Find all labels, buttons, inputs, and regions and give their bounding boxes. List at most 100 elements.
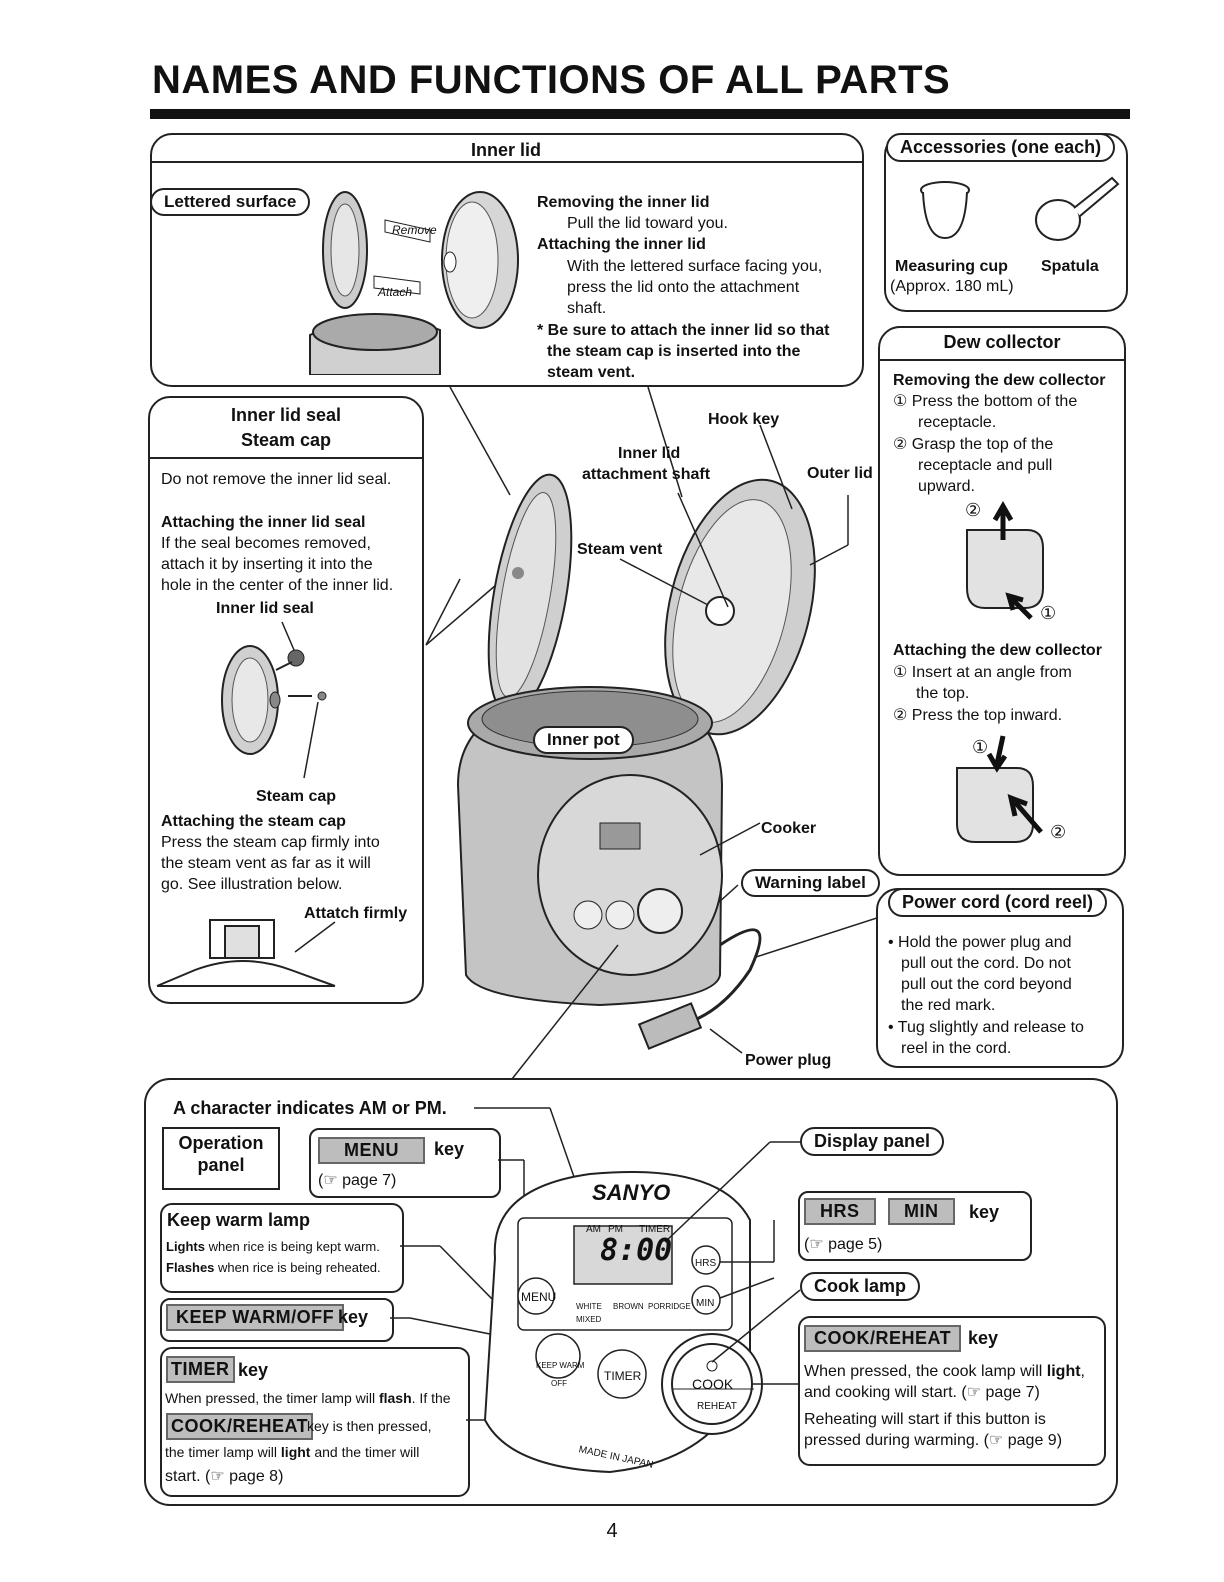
control-panel-drawing — [390, 1107, 801, 1474]
dew-removing-step-1: ① Press the bottom of the — [893, 393, 1078, 410]
attach-seal-line-2: attach it by inserting it into the — [161, 556, 373, 573]
keep-warm-lamp-title: Keep warm lamp — [167, 1210, 311, 1230]
timer-desc-3b: light — [280, 1444, 311, 1460]
attach-seal-line-3: hole in the center of the inner lid. — [161, 577, 394, 594]
seal-header-1: Inner lid seal — [230, 405, 342, 425]
mode-white: WHITE — [576, 1302, 602, 1311]
timer-key[interactable]: TIMER — [166, 1356, 235, 1383]
timer-key-word: key — [238, 1360, 269, 1380]
keep-warm-lights-line: Lights when rice is being kept warm. — [166, 1236, 380, 1257]
panel-off-button[interactable]: OFF — [551, 1379, 567, 1388]
keep-warm-flashes-bold: Flashes — [166, 1260, 215, 1275]
dew-attach-mark-1: ① — [972, 737, 989, 757]
measuring-cup-icon — [920, 181, 970, 240]
dew-attaching-title: Attaching the dew collector — [893, 642, 1102, 659]
panel-hrs-button[interactable]: HRS — [695, 1258, 717, 1269]
attach-firmly-label: Attatch firmly — [304, 905, 408, 922]
spatula-label: Spatula — [1041, 258, 1099, 275]
shaft-label-2: attachment shaft — [582, 466, 711, 483]
timer-desc-line-3: the timer lamp will light and the timer … — [165, 1442, 419, 1463]
inner-lid-seal-label: Inner lid seal — [216, 600, 314, 617]
panel-keep-warm-button[interactable]: KEEP WARM — [536, 1361, 585, 1370]
menu-key[interactable]: MENU — [318, 1137, 425, 1164]
attach-cap-line-2: the steam vent as far as it will — [161, 855, 371, 872]
inner-lid-illustration — [309, 191, 519, 375]
panel-min-button[interactable]: MIN — [696, 1298, 715, 1309]
cook-desc-line-1: When pressed, the cook lamp will light, — [804, 1361, 1085, 1382]
power-cord-line-6: reel in the cord. — [901, 1040, 1012, 1057]
menu-key-word: key — [434, 1139, 465, 1159]
cook-lamp-tag: Cook lamp — [800, 1272, 921, 1301]
steam-cap-label: Steam cap — [256, 788, 337, 805]
attach-cap-title: Attaching the steam cap — [161, 813, 346, 830]
timer-desc-1c: . If the — [411, 1390, 451, 1406]
inner-lid-note-1: * Be sure to attach the inner lid so tha… — [537, 322, 830, 339]
remove-tag: Remove — [392, 223, 437, 237]
power-cord-box — [876, 888, 1124, 1068]
panel-brand-logo: SANYO — [592, 1180, 671, 1205]
timer-desc-1b: flash — [378, 1390, 412, 1406]
attach-seal-line-1: If the seal becomes removed, — [161, 535, 371, 552]
display-am: AM — [586, 1224, 601, 1235]
timer-desc-line-1: When pressed, the timer lamp will flash.… — [165, 1388, 451, 1409]
dew-collector-remove-illustration — [966, 500, 1044, 620]
am-pm-note: A character indicates AM or PM. — [173, 1098, 447, 1118]
page-title: NAMES AND FUNCTIONS OF ALL PARTS — [152, 58, 951, 102]
attaching-inner-lid-title: Attaching the inner lid — [537, 236, 706, 253]
warning-label-tag: Warning label — [741, 869, 880, 897]
hrs-key[interactable]: HRS — [804, 1198, 876, 1225]
steam-cap-cross-section — [156, 919, 336, 987]
steam-vent-label: Steam vent — [577, 541, 663, 558]
dew-removing-step-1b: receptacle. — [918, 414, 997, 431]
removing-inner-lid-title: Removing the inner lid — [537, 194, 710, 211]
dew-attaching-step-1b: the top. — [916, 685, 970, 702]
mode-brown: BROWN — [613, 1302, 644, 1311]
inner-lid-header-rule — [150, 161, 862, 163]
cooker-label: Cooker — [761, 820, 817, 837]
panel-timer-button[interactable]: TIMER — [604, 1369, 642, 1383]
keep-warm-off-key[interactable]: KEEP WARM/OFF — [166, 1304, 345, 1331]
cook-desc-line-2: and cooking will start. (☞ page 7) — [804, 1384, 1040, 1401]
keep-warm-lights-bold: Lights — [166, 1239, 205, 1254]
seal-warning: Do not remove the inner lid seal. — [161, 471, 392, 488]
spatula-icon — [1035, 176, 1120, 241]
attaching-inner-lid-line-1: With the lettered surface facing you, — [567, 258, 823, 275]
dew-collector-header-rule — [880, 359, 1124, 361]
timer-desc-3c: and the timer will — [310, 1444, 420, 1460]
attach-cap-line-1: Press the steam cap firmly into — [161, 834, 380, 851]
dew-attach-mark-2: ② — [1050, 822, 1067, 842]
cook-desc-line-3: Reheating will start if this button is — [804, 1411, 1046, 1428]
timer-desc-1a: When pressed, the timer lamp will — [165, 1390, 379, 1406]
keep-warm-flashes-text: when rice is being reheated. — [214, 1260, 381, 1275]
title-rule — [150, 109, 1130, 119]
lettered-surface-tag: Lettered surface — [150, 188, 311, 216]
min-key[interactable]: MIN — [888, 1198, 955, 1225]
display-panel-tag: Display panel — [800, 1127, 945, 1156]
timer-desc-line-2: key is then pressed, — [307, 1418, 432, 1434]
attach-tag: Attach — [378, 285, 413, 299]
cook-desc-line-4: pressed during warming. (☞ page 9) — [804, 1432, 1063, 1449]
power-cord-line-1: • Hold the power plug and — [888, 934, 1072, 951]
dew-removing-title: Removing the dew collector — [893, 372, 1106, 389]
power-cord-line-4: the red mark. — [901, 997, 996, 1014]
operation-panel-label-2: panel — [197, 1155, 245, 1175]
dew-attaching-step-2: ② Press the top inward. — [893, 707, 1063, 724]
measuring-cup-label: Measuring cup — [895, 258, 1008, 275]
timer-cook-reheat-key[interactable]: COOK/REHEAT — [166, 1413, 314, 1440]
cook-reheat-key-word: key — [968, 1328, 999, 1348]
shaft-label-1: Inner lid — [618, 445, 681, 462]
panel-cook-button[interactable]: COOK — [692, 1376, 734, 1392]
mode-mixed: MIXED — [576, 1315, 602, 1324]
accessories-box — [884, 133, 1128, 312]
keep-warm-flashes-line: Flashes when rice is being reheated. — [166, 1257, 381, 1278]
panel-reheat-button[interactable]: REHEAT — [697, 1401, 737, 1412]
attaching-inner-lid-line-3: shaft. — [567, 300, 607, 317]
menu-key-ref: (☞ page 7) — [318, 1172, 397, 1189]
hook-key-label: Hook key — [708, 411, 780, 428]
cook-reheat-key[interactable]: COOK/REHEAT — [804, 1325, 962, 1352]
rice-cooker-illustration — [425, 386, 880, 1080]
dew-remove-mark-1: ① — [1040, 603, 1057, 623]
power-cord-line-5: • Tug slightly and release to — [888, 1019, 1084, 1036]
panel-menu-button[interactable]: MENU — [521, 1290, 557, 1304]
power-plug-label: Power plug — [745, 1052, 832, 1069]
